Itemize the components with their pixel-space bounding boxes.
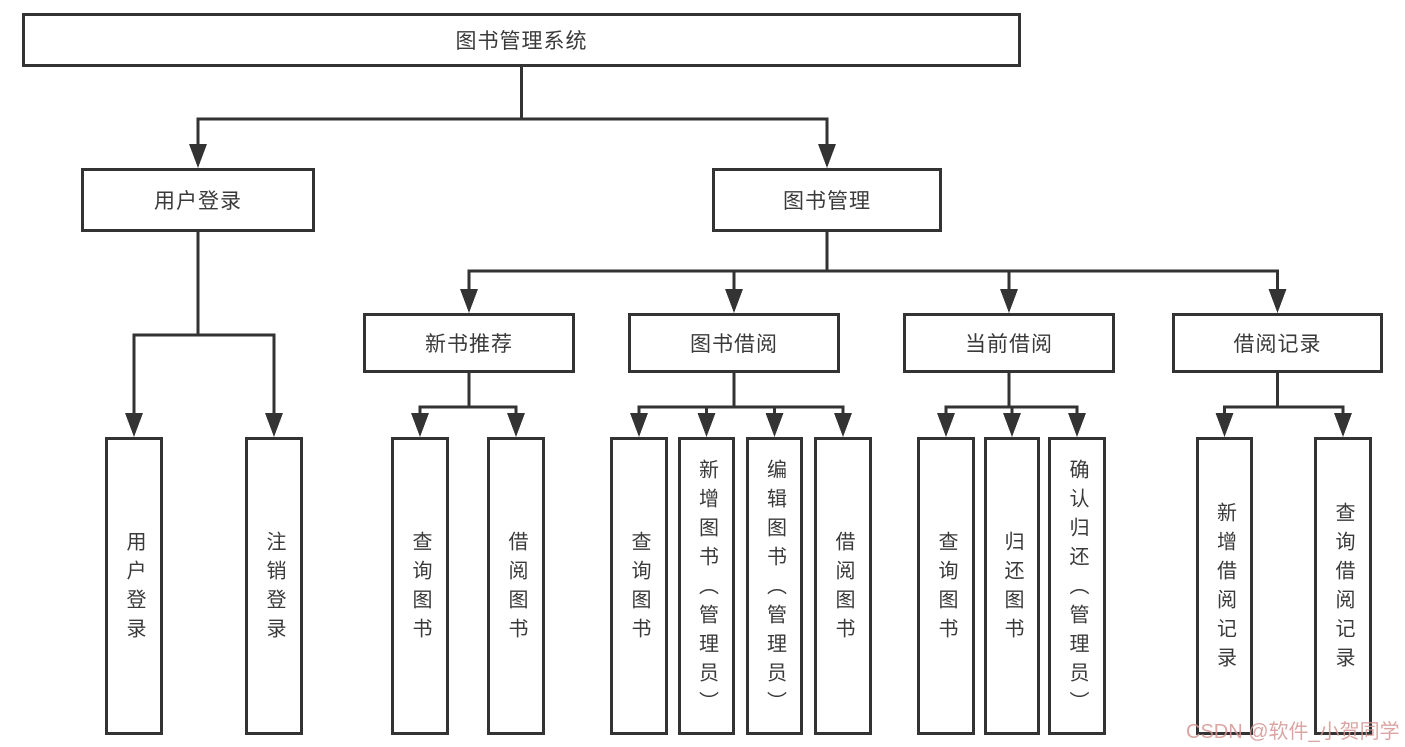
node-borrow-books-recommend: 借阅图书	[487, 437, 545, 735]
watermark: CSDN @软件_小贺同学	[1186, 721, 1400, 743]
node-user-login-branch: 用户登录	[81, 168, 315, 232]
node-user-login: 用户登录	[105, 437, 163, 735]
node-borrowing-records: 借阅记录	[1172, 313, 1383, 373]
node-add-books-admin: 新增图书（管理员）	[678, 437, 735, 735]
node-query-books-current: 查询图书	[917, 437, 975, 735]
node-borrow-books-borrowing: 借阅图书	[814, 437, 872, 735]
node-add-borrow-record: 新增借阅记录	[1196, 437, 1253, 735]
node-edit-books-admin: 编辑图书（管理员）	[746, 437, 803, 735]
node-book-borrowing: 图书借阅	[628, 313, 840, 373]
node-root: 图书管理系统	[22, 13, 1021, 67]
node-current-borrowing: 当前借阅	[903, 313, 1115, 373]
node-logout: 注销登录	[245, 437, 303, 735]
arrowhead-icons	[125, 144, 1352, 437]
node-book-management: 图书管理	[712, 168, 942, 232]
node-query-books-borrowing: 查询图书	[610, 437, 668, 735]
node-query-books-recommend: 查询图书	[391, 437, 449, 735]
node-return-books: 归还图书	[984, 437, 1040, 735]
node-new-book-recommend: 新书推荐	[363, 313, 575, 373]
node-confirm-return-admin: 确认归还（管理员）	[1048, 437, 1106, 735]
node-query-borrow-record: 查询借阅记录	[1314, 437, 1372, 735]
